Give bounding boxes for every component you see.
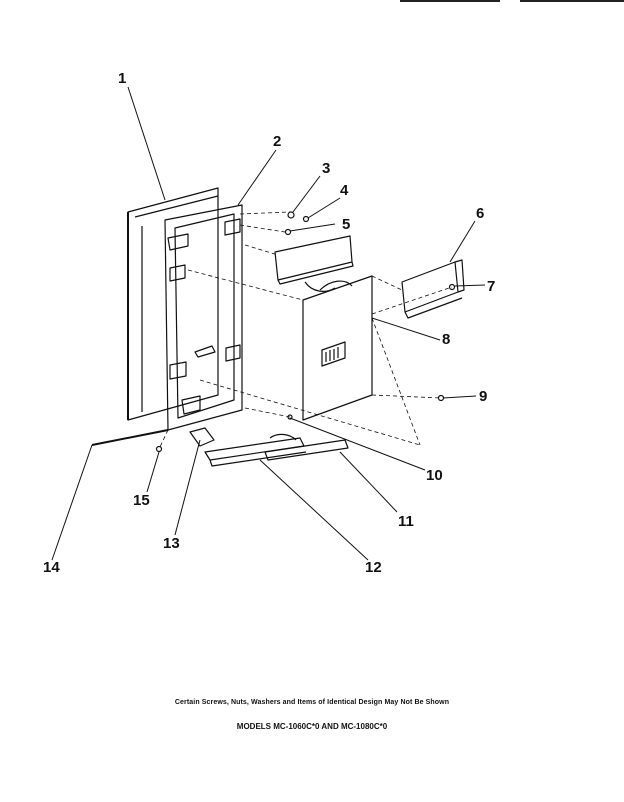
callout-3: 3 bbox=[322, 160, 330, 177]
callout-12: 12 bbox=[365, 559, 382, 576]
models-caption: MODELS MC-1060C*0 AND MC-1080C*0 bbox=[236, 722, 388, 731]
callout-7: 7 bbox=[487, 278, 495, 295]
callout-15: 15 bbox=[133, 492, 150, 509]
leader-lines bbox=[51, 86, 486, 561]
callout-14: 14 bbox=[43, 559, 60, 576]
callout-4: 4 bbox=[340, 182, 349, 199]
callout-10: 10 bbox=[426, 467, 443, 484]
inner-frame bbox=[164, 204, 243, 431]
top-rule-right bbox=[520, 0, 624, 2]
door-panel bbox=[127, 187, 219, 421]
upper-bracket bbox=[274, 235, 354, 292]
rod bbox=[91, 429, 169, 446]
callout-8: 8 bbox=[442, 331, 450, 348]
callout-2: 2 bbox=[273, 133, 281, 150]
callout-13: 13 bbox=[163, 535, 180, 552]
side-bracket bbox=[401, 259, 465, 319]
callout-11: 11 bbox=[398, 513, 414, 530]
top-rule-left bbox=[400, 0, 500, 2]
callout-6: 6 bbox=[476, 205, 484, 222]
screws bbox=[155, 211, 456, 453]
circuit-board bbox=[302, 275, 373, 421]
callout-1: 1 bbox=[118, 70, 126, 87]
callout-9: 9 bbox=[479, 388, 487, 405]
callout-5: 5 bbox=[342, 216, 350, 233]
exploded-lines bbox=[158, 211, 453, 450]
footnote: Certain Screws, Nuts, Washers and Items … bbox=[174, 699, 450, 706]
lower-brackets bbox=[189, 427, 349, 467]
